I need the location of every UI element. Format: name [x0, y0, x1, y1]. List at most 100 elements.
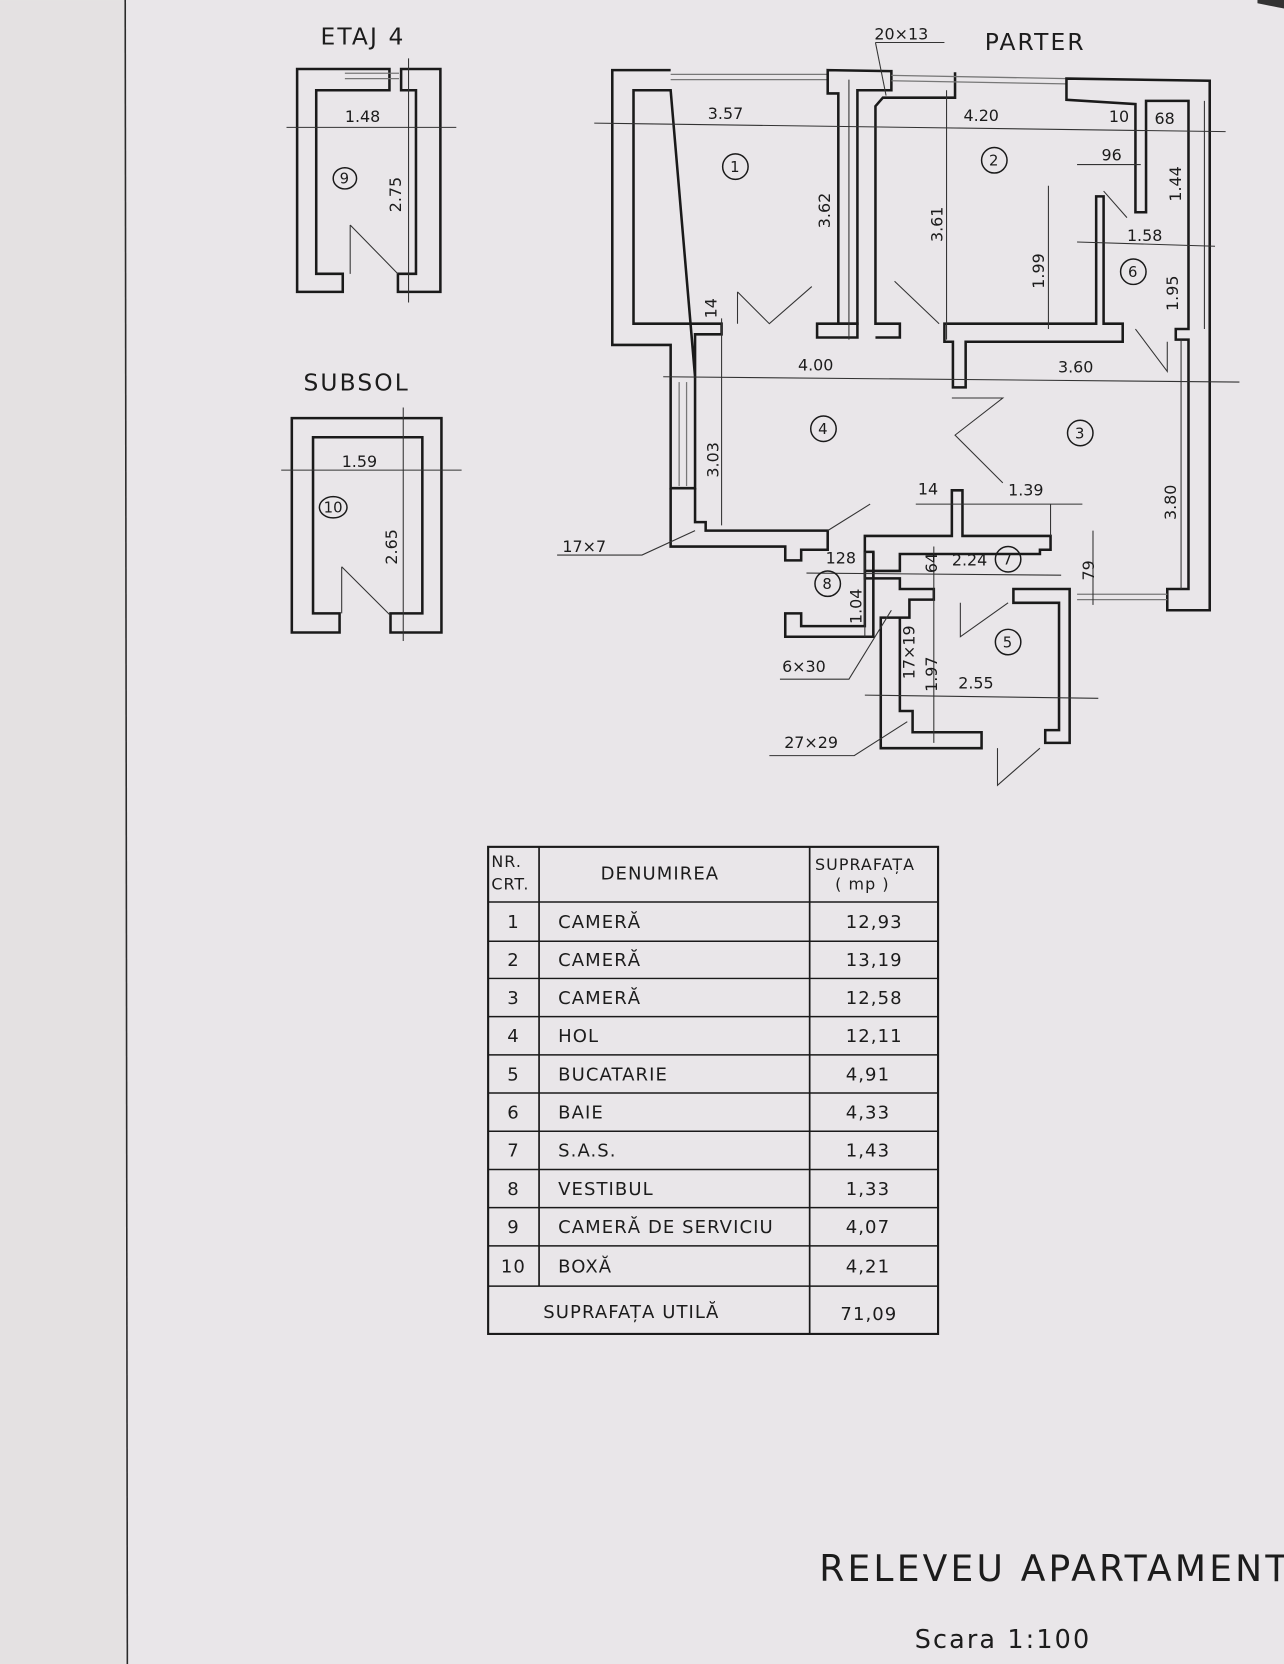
dim-label: 20×13 [874, 24, 928, 43]
total-label: SUPRAFAȚA UTILĂ [543, 1301, 719, 1323]
cell-name: CAMERĂ DE SERVICIU [558, 1216, 774, 1238]
subsol-title: SUBSOL [303, 369, 409, 397]
cell-area: 4,07 [846, 1217, 890, 1238]
room-number: 10 [324, 499, 343, 517]
dim-label: 64 [922, 553, 941, 573]
cell-nr: 10 [501, 1256, 526, 1277]
dim-label: 3.60 [1058, 358, 1093, 377]
dim-label: 6×30 [782, 657, 826, 676]
dim-label: 17×7 [562, 537, 606, 556]
table-row: 4 HOL 12,11 [507, 1026, 903, 1047]
room-marker-1: 1 [721, 153, 749, 181]
cell-name: CAMERĂ [558, 911, 641, 933]
cell-name: CAMERĂ [558, 987, 641, 1009]
room-marker-2: 2 [980, 146, 1008, 174]
cell-nr: 4 [507, 1026, 520, 1047]
dim-length: 2.75 [386, 177, 405, 212]
room-number: 9 [340, 170, 349, 188]
dim-label: 1.39 [1008, 481, 1043, 500]
parter-plan: PARTER [557, 24, 1240, 787]
table-row: 6 BAIE 4,33 [507, 1103, 890, 1124]
dim-label: 79 [1079, 560, 1098, 580]
svg-text:5: 5 [1003, 633, 1012, 651]
dim-label: 3.03 [703, 442, 722, 477]
dim-label: 1.99 [1029, 253, 1048, 288]
parter-title: PARTER [985, 28, 1086, 56]
cell-name: HOL [558, 1026, 599, 1047]
table-row: 2 CAMERĂ 13,19 [507, 949, 903, 971]
dim-label: 1.97 [922, 657, 941, 692]
cell-name: BOXĂ [558, 1255, 612, 1277]
cell-area: 12,93 [846, 912, 903, 933]
dim-label: 1.04 [847, 589, 866, 624]
dim-label: 3.62 [815, 193, 834, 228]
cell-nr: 5 [507, 1064, 520, 1085]
cell-area: 1,43 [846, 1141, 890, 1162]
dim-label: 17×19 [900, 625, 919, 679]
table-row: 1 CAMERĂ 12,93 [507, 911, 903, 933]
dim-width: 1.48 [345, 107, 380, 126]
cell-area: 12,11 [846, 1026, 903, 1047]
cell-nr: 6 [507, 1103, 520, 1124]
dim-label: 128 [826, 549, 856, 568]
cell-nr: 2 [507, 950, 520, 971]
svg-text:2: 2 [989, 152, 998, 170]
dim-label: 1.58 [1127, 226, 1162, 245]
binding-margin [0, 0, 126, 1664]
margin-line [124, 0, 129, 1664]
svg-text:7: 7 [1003, 551, 1012, 569]
cell-area: 1,33 [846, 1179, 890, 1200]
svg-text:3: 3 [1075, 424, 1084, 442]
room-marker-4: 4 [809, 415, 837, 443]
svg-text:1: 1 [730, 158, 739, 176]
table-row: 5 BUCATARIE 4,91 [507, 1064, 890, 1085]
table-row: 9 CAMERĂ DE SERVICIU 4,07 [507, 1216, 890, 1238]
room-marker-10 [318, 495, 348, 519]
room-marker-7: 7 [994, 545, 1022, 573]
dim-label: 3.61 [927, 207, 946, 242]
etaj-4-plan: ETAJ 4 1.48 2.75 9 [286, 23, 457, 303]
header-area: SUPRAFAȚA [815, 855, 915, 874]
dim-label: 1.95 [1163, 276, 1182, 311]
header-nr: NR. [491, 852, 522, 871]
subsol-plan: SUBSOL 1.59 2.65 10 [281, 369, 462, 641]
room-marker-5: 5 [994, 628, 1022, 656]
dim-label: 10 [1109, 107, 1129, 126]
header-unit: ( mp ) [835, 874, 889, 893]
header-name: DENUMIREA [601, 864, 720, 885]
etaj-title: ETAJ 4 [320, 23, 405, 51]
total-value: 71,09 [840, 1304, 897, 1325]
svg-text:8: 8 [822, 575, 831, 593]
svg-text:4: 4 [818, 420, 827, 438]
svg-text:6: 6 [1128, 263, 1137, 281]
cell-nr: 9 [507, 1217, 520, 1238]
dim-label: 27×29 [784, 733, 838, 752]
room-marker-6: 6 [1119, 258, 1147, 286]
room-marker-8: 8 [814, 570, 842, 598]
cell-area: 4,91 [846, 1064, 890, 1085]
cell-name: BUCATARIE [558, 1064, 668, 1085]
cell-name: CAMERĂ [558, 949, 641, 971]
dim-label: 2.55 [958, 674, 993, 693]
paper-edge [1257, 0, 1284, 9]
room-marker-9 [332, 166, 358, 190]
room-marker-3: 3 [1066, 419, 1094, 447]
cell-nr: 1 [507, 912, 520, 933]
cell-area: 4,33 [846, 1103, 890, 1124]
cell-name: BAIE [558, 1103, 604, 1124]
dim-label: 4.00 [798, 355, 833, 374]
drawing-title: RELEVEU APARTAMENT [819, 1548, 1284, 1590]
cell-area: 13,19 [846, 950, 903, 971]
drawing-scale: Scara 1:100 [915, 1625, 1092, 1655]
dim-width: 1.59 [342, 452, 377, 471]
cell-name: S.A.S. [558, 1141, 616, 1162]
header-crt: CRT. [491, 874, 529, 893]
cell-nr: 8 [507, 1179, 520, 1200]
dim-length: 2.65 [382, 529, 401, 564]
dim-label: 96 [1101, 145, 1121, 164]
